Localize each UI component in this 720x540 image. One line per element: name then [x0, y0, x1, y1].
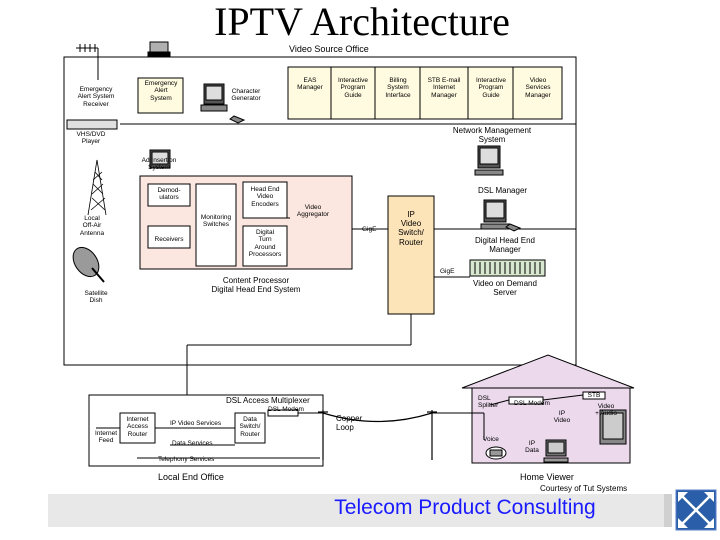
data-services-label: Data Services	[172, 440, 213, 447]
monitoring-switches-label: Monitoring Switches	[200, 214, 232, 229]
page-title: IPTV Architecture	[214, 0, 510, 44]
vod-server-label: Video on Demand Server	[473, 279, 537, 298]
emergency-receiver-label: Emergency Alert System Receiver	[77, 86, 115, 108]
dsl-modem-home-label: DSL Modem	[514, 400, 550, 407]
home-viewer-label: Home Viewer	[520, 472, 574, 482]
network-mgmt-monitor-icon	[474, 145, 504, 176]
emergency-alert-label: Emergency Alert System	[144, 80, 178, 102]
top-box-billing: Billing System Interface	[385, 77, 411, 99]
ip-router-box	[387, 195, 435, 315]
footer-brand-text: Telecom Product Consulting	[334, 496, 596, 519]
vhs-player-label: VHS/DVD Player	[76, 131, 106, 146]
brand-logo	[675, 489, 717, 531]
phone-icon	[485, 446, 507, 460]
antenna-icon	[76, 44, 99, 80]
off-air-tower-icon	[87, 159, 107, 216]
top-systems-band	[287, 66, 563, 120]
ip-router-label: IP Video Switch/ Router	[398, 210, 424, 247]
footer-bar	[48, 494, 664, 527]
video-audio-label: Video + Audio	[595, 403, 617, 418]
stb-label: STB	[587, 392, 601, 399]
copper-loop-label: Copper Loop	[336, 414, 363, 433]
pc-icon	[543, 439, 569, 463]
dsl-splitter-label: DSL Splitter	[478, 395, 499, 410]
voice-label: Voice	[483, 436, 499, 443]
dsl-access-multiplexer-label: DSL Access Multiplexer	[226, 396, 310, 405]
dsl-manager-label: DSL Manager	[478, 186, 528, 195]
digital-turnaround-label: Digital Turn Around Processors	[248, 229, 282, 259]
head-end-encoders-label: Head End Video Encoders	[250, 186, 280, 208]
courtesy-label: Courtesy of Tut Systems	[540, 484, 628, 493]
ip-video-services-label: IP Video Services	[170, 420, 222, 427]
satellite-dish-label: Satellite Dish	[84, 290, 108, 305]
copper-loop-poles	[318, 410, 437, 460]
top-box-video-services: Video Services Manager	[525, 77, 551, 99]
digital-head-end-manager-label: Digital Head End Manager	[474, 236, 536, 255]
ip-video-label: IP Video	[553, 410, 571, 425]
character-generator-label: Character Generator	[231, 88, 261, 103]
local-end-office-label: Local End Office	[158, 472, 224, 482]
telephony-services-label: Telephony Services	[158, 456, 215, 463]
gige-label-1: GigE	[362, 226, 377, 233]
video-aggregator-label: Video Aggregator	[296, 204, 330, 219]
network-management-label: Network Management System	[452, 126, 532, 145]
emergency-alert-box	[137, 77, 184, 114]
character-generator-icon	[200, 83, 246, 124]
receivers-label: Receivers	[154, 236, 184, 243]
video-source-office-label: Video Source Office	[289, 44, 369, 54]
dsl-manager-monitor-icon	[480, 199, 522, 232]
vhs-player-shape	[66, 119, 118, 130]
local-antenna-label: Local Off-Air Antenna	[79, 215, 105, 237]
camera-icon	[147, 41, 171, 57]
top-box-eas-manager: EAS Manager	[297, 77, 323, 92]
top-box-program-guide-1: Interactive Program Guide	[338, 77, 368, 99]
demodulators-label: Demod- ulators	[157, 187, 181, 202]
internet-access-router-label: Internet Access Router	[126, 416, 149, 438]
dsl-modem-office-label: DSL Modem	[268, 406, 304, 413]
top-box-stb-email: STB E-mail Internet Manager	[427, 77, 461, 99]
satellite-dish-icon	[72, 246, 105, 283]
vod-server-shape	[469, 259, 546, 277]
tv-icon	[599, 409, 627, 445]
gige-label-2: GigE	[440, 268, 455, 275]
data-switch-router-label: Data Switch/ Router	[239, 416, 261, 438]
top-box-program-guide-2: Interactive Program Guide	[476, 77, 506, 99]
ip-data-label: IP Data	[525, 440, 539, 455]
top-monitors-icon	[149, 149, 171, 169]
content-processor-label: Content Processor Digital Head End Syste…	[211, 276, 301, 295]
internet-feed-label: Internet Feed	[94, 430, 118, 445]
ad-insertion-label: Ad Insertion System	[141, 157, 177, 172]
